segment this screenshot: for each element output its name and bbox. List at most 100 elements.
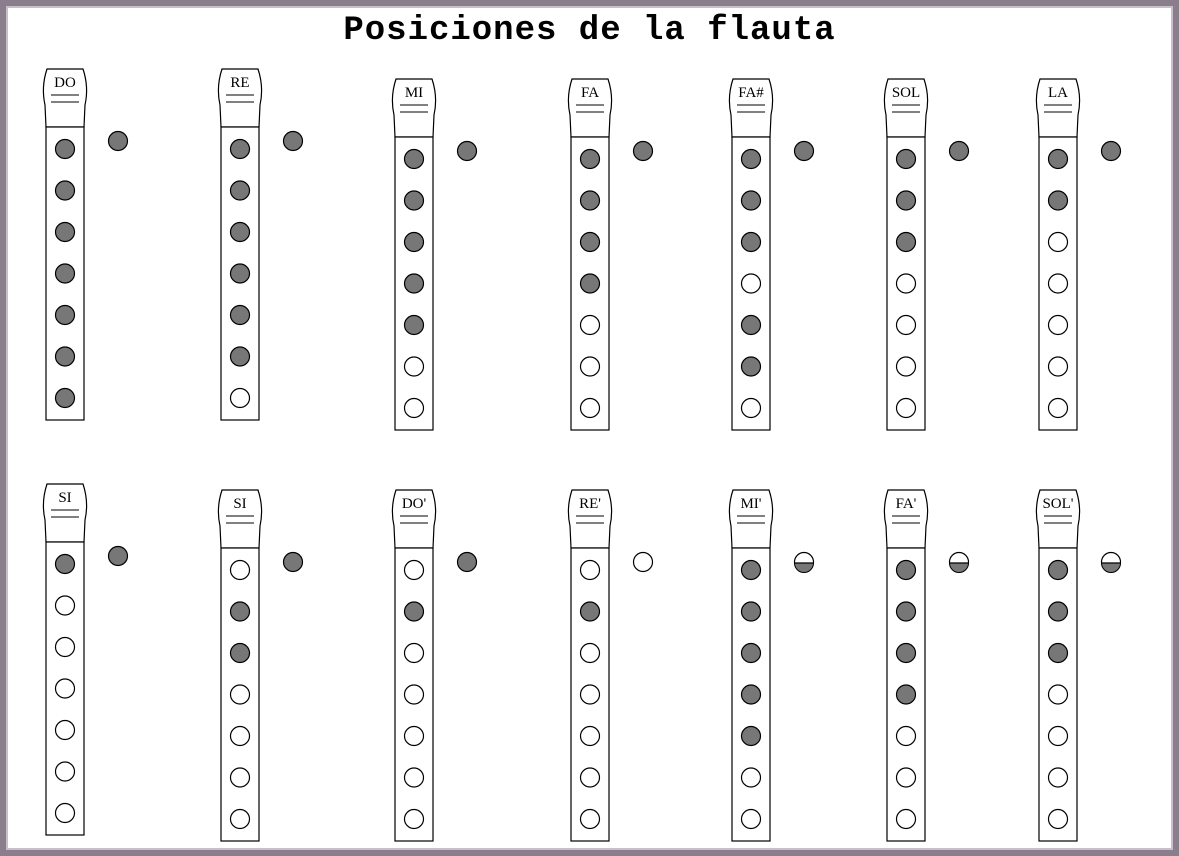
finger-hole-3-open — [1047, 231, 1069, 253]
finger-hole-5-covered — [229, 304, 251, 326]
finger-hole-6-open — [740, 767, 762, 788]
finger-hole-4-covered — [740, 684, 762, 705]
finger-hole-1-covered — [403, 148, 425, 170]
finger-hole-5-open — [579, 725, 601, 747]
thumb-hole-covered — [1100, 140, 1122, 162]
flute-1-5: FA# — [728, 78, 815, 431]
note-label: MI — [405, 85, 423, 101]
finger-hole-5-open — [579, 314, 601, 336]
finger-hole-7-open — [740, 808, 762, 830]
finger-hole-4-open — [895, 273, 917, 294]
finger-hole-7-open — [740, 397, 762, 419]
finger-hole-6-open — [229, 767, 251, 788]
note-label: RE — [230, 75, 249, 91]
thumb-hole-half-fill — [1100, 562, 1122, 573]
note-label: FA# — [738, 85, 764, 101]
finger-hole-4-open — [403, 684, 425, 705]
finger-hole-4-open — [740, 273, 762, 294]
finger-hole-4-open — [229, 684, 251, 705]
flute-2-4: RE' — [567, 489, 654, 842]
finger-hole-6-open — [54, 761, 76, 782]
finger-hole-2-covered — [1047, 601, 1069, 622]
finger-hole-6-open — [1047, 356, 1069, 377]
finger-hole-7-open — [895, 808, 917, 830]
note-label: SI — [233, 496, 246, 512]
flute-2-2: SI — [217, 489, 304, 842]
finger-hole-6-open — [1047, 767, 1069, 788]
finger-hole-6-covered — [740, 356, 762, 377]
note-label: SI — [58, 490, 71, 506]
thumb-hole-open — [632, 551, 654, 573]
finger-hole-1-covered — [895, 559, 917, 581]
finger-hole-7-open — [579, 808, 601, 830]
finger-hole-6-covered — [54, 346, 76, 367]
finger-hole-6-open — [579, 356, 601, 377]
finger-hole-6-open — [579, 767, 601, 788]
thumb-hole-covered — [282, 130, 304, 152]
finger-hole-1-covered — [229, 138, 251, 160]
finger-hole-3-covered — [895, 642, 917, 664]
finger-hole-7-open — [403, 397, 425, 419]
finger-hole-5-open — [1047, 725, 1069, 747]
finger-hole-6-open — [895, 356, 917, 377]
note-label: MI' — [740, 496, 761, 512]
flute-1-4: FA — [567, 78, 654, 431]
finger-hole-2-covered — [895, 190, 917, 211]
finger-hole-1-covered — [579, 148, 601, 170]
finger-hole-5-open — [54, 719, 76, 741]
finger-hole-3-covered — [740, 231, 762, 253]
finger-hole-7-open — [1047, 808, 1069, 830]
finger-hole-6-open — [895, 767, 917, 788]
finger-hole-4-covered — [895, 684, 917, 705]
finger-hole-7-open — [54, 802, 76, 824]
finger-hole-3-covered — [1047, 642, 1069, 664]
finger-hole-5-open — [229, 725, 251, 747]
finger-hole-7-open — [1047, 397, 1069, 419]
flute-1-3: MI — [391, 78, 478, 431]
finger-hole-5-covered — [740, 725, 762, 747]
finger-hole-1-covered — [54, 138, 76, 160]
finger-hole-7-open — [579, 397, 601, 419]
note-label: SOL — [892, 85, 920, 101]
thumb-hole-covered — [107, 130, 129, 152]
note-label: LA — [1048, 85, 1068, 101]
finger-hole-5-open — [1047, 314, 1069, 336]
finger-hole-6-open — [403, 767, 425, 788]
finger-hole-7-open — [895, 397, 917, 419]
flute-1-2: RE — [217, 68, 304, 421]
finger-hole-3-covered — [895, 231, 917, 253]
finger-hole-2-covered — [740, 601, 762, 622]
finger-hole-4-open — [1047, 684, 1069, 705]
finger-hole-1-open — [403, 559, 425, 581]
finger-hole-3-covered — [579, 231, 601, 253]
thumb-hole-half-fill — [793, 562, 815, 573]
finger-hole-4-covered — [579, 273, 601, 294]
finger-hole-2-covered — [1047, 190, 1069, 211]
finger-hole-2-covered — [579, 601, 601, 622]
flute-2-6: FA' — [883, 489, 970, 842]
finger-hole-7-open — [229, 808, 251, 830]
finger-hole-5-covered — [740, 314, 762, 336]
finger-hole-7-open — [403, 808, 425, 830]
thumb-hole-covered — [282, 551, 304, 573]
finger-hole-1-open — [229, 559, 251, 581]
thumb-hole-covered — [107, 545, 129, 567]
flute-2-1: SI — [42, 483, 129, 836]
finger-hole-7-open — [229, 387, 251, 409]
finger-hole-6-open — [403, 356, 425, 377]
thumb-hole-covered — [456, 140, 478, 162]
thumb-hole-covered — [948, 140, 970, 162]
finger-hole-4-open — [54, 678, 76, 699]
finger-hole-1-covered — [1047, 559, 1069, 581]
finger-hole-2-covered — [579, 190, 601, 211]
finger-hole-2-covered — [403, 190, 425, 211]
finger-hole-5-covered — [403, 314, 425, 336]
flute-1-7: LA — [1035, 78, 1122, 431]
thumb-hole-half-fill — [948, 562, 970, 573]
thumb-hole-covered — [793, 140, 815, 162]
note-label: RE' — [579, 496, 601, 512]
finger-hole-4-open — [1047, 273, 1069, 294]
finger-hole-2-covered — [403, 601, 425, 622]
